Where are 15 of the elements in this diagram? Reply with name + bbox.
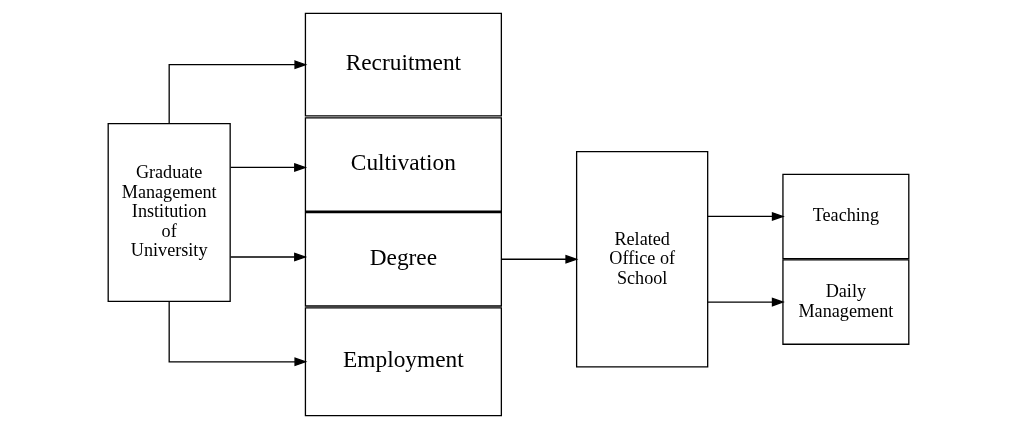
arrow [168, 300, 307, 367]
node-box: Related Office of School [575, 150, 708, 368]
arrow [168, 60, 307, 125]
node-box: Daily Management [781, 259, 909, 345]
node-box: Degree [304, 211, 502, 307]
arrow [500, 254, 578, 264]
node-box: Graduate Management Institution of University [107, 123, 231, 303]
arrow [706, 297, 785, 307]
arrow [229, 162, 307, 172]
node-box: Recruitment [304, 12, 502, 117]
node-box: Employment [304, 307, 502, 417]
node-box: Cultivation [304, 117, 502, 212]
arrow [229, 252, 307, 262]
arrow [706, 211, 785, 221]
node-box: Teaching [781, 173, 909, 260]
